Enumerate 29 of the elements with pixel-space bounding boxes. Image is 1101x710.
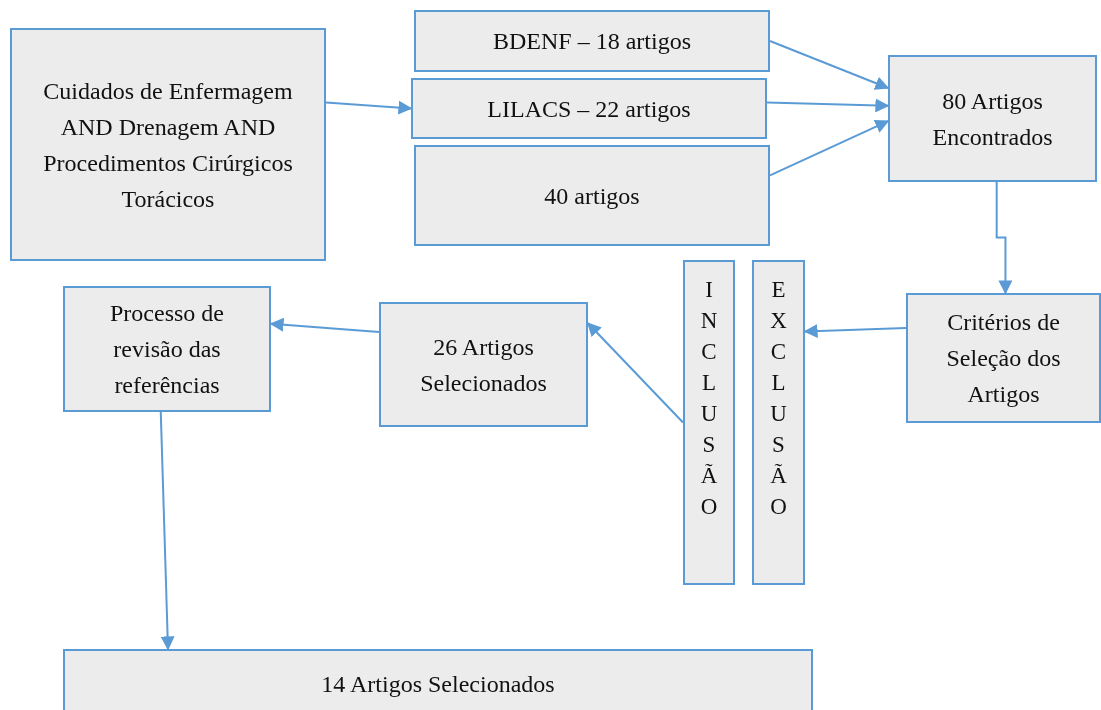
process-box (414, 145, 770, 246)
process-box (63, 286, 271, 412)
node-text: 14 Artigos Selecionados (321, 670, 555, 699)
node-text: 80 Artigos Encontrados (931, 86, 1054, 152)
node-text: EXCLUSÃO (769, 276, 788, 521)
node-text: Processo de revisão das referências (109, 299, 225, 400)
arrow (995, 181, 1013, 295)
process-box (414, 10, 770, 72)
arrow (325, 100, 413, 115)
node-text: LILACS – 22 artigos (487, 94, 691, 124)
process-box (906, 293, 1101, 423)
node-text: Cuidados de Enfermagem AND Drenagem AND Procedimentos Cirúrgicos Torácicos (42, 76, 294, 214)
process-box (379, 302, 588, 427)
arrow (159, 411, 175, 651)
arrow (587, 322, 684, 424)
process-box (10, 28, 326, 261)
process-box (411, 78, 767, 139)
node-text: 26 Artigos Selecionados (419, 332, 548, 398)
process-box (63, 649, 813, 710)
arrow (769, 119, 890, 177)
node-text: 40 artigos (544, 181, 640, 211)
process-box (888, 55, 1097, 182)
vertical-label-box (683, 260, 735, 585)
node-text: BDENF – 18 artigos (493, 27, 691, 56)
node-text: Critérios de Seleção dos Artigos (945, 308, 1062, 409)
node-text: INCLUSÃO (699, 276, 719, 521)
vertical-label-box (752, 260, 805, 585)
arrow (769, 40, 890, 90)
arrow (766, 98, 890, 113)
